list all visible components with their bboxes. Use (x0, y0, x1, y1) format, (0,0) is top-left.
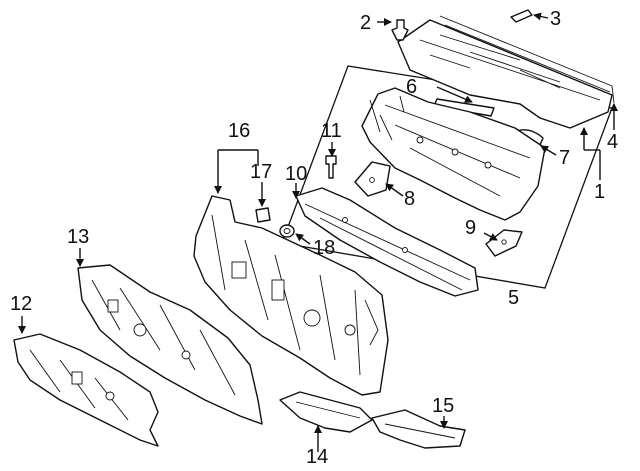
small-bracket (510, 9, 533, 23)
callout-6: 6 (406, 76, 417, 98)
dash-silencer (13, 333, 159, 447)
callout-3: 3 (550, 8, 561, 30)
cowl-bracket-right (485, 229, 523, 257)
callout-1: 1 (594, 181, 605, 203)
callout-15: 15 (432, 395, 454, 417)
callout-16: 16 (228, 120, 250, 142)
callout-18: 18 (313, 237, 335, 259)
callout-10: 10 (285, 163, 307, 185)
clip-fastener (391, 19, 409, 41)
cowl-top-vent-panel (397, 15, 615, 129)
callout-9: 9 (465, 217, 476, 239)
leader-lines (18, 12, 618, 452)
callout-8: 8 (404, 188, 415, 210)
callout-13: 13 (67, 226, 89, 248)
callout-11: 11 (321, 120, 342, 142)
grommet (279, 224, 295, 238)
dash-insulator (77, 264, 263, 425)
plug (255, 207, 271, 223)
callout-5: 5 (508, 287, 519, 309)
callout-4: 4 (607, 131, 618, 153)
dash-panel (193, 195, 389, 396)
callout-14: 14 (306, 446, 328, 468)
bolt (325, 155, 337, 179)
cowl-bracket-left (354, 161, 391, 197)
lower-reinforcement (371, 409, 466, 449)
callout-2: 2 (360, 12, 371, 34)
callout-12: 12 (10, 293, 32, 315)
lower-support-bracket (279, 391, 373, 433)
callout-labels: 1 2 3 4 5 6 7 8 9 10 11 12 13 14 15 16 1… (10, 8, 618, 468)
cowl-panel (361, 87, 546, 221)
cross-member (295, 187, 479, 297)
callout-7: 7 (559, 147, 570, 169)
callout-17: 17 (250, 161, 272, 183)
